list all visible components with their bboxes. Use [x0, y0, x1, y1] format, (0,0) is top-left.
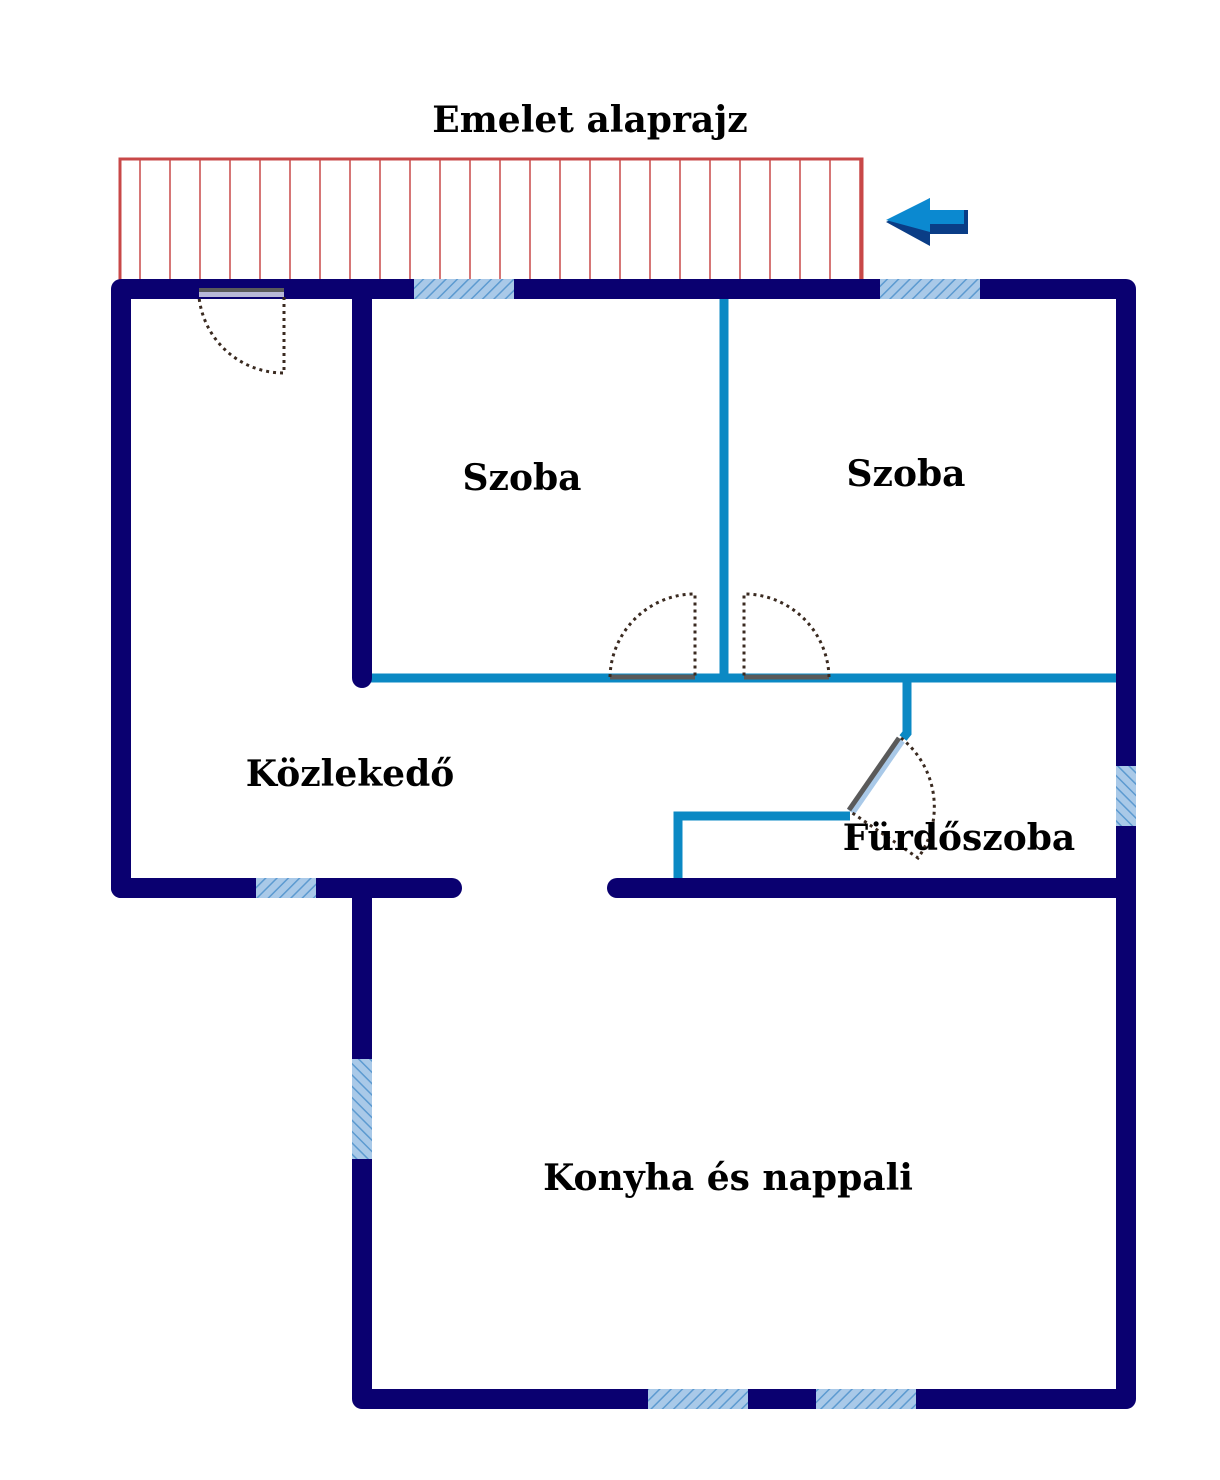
window-living-side [352, 1059, 372, 1159]
window-room-1 [414, 279, 514, 299]
room-labels: Szoba Szoba Közlekedő Fürdőszoba Konyha … [246, 453, 1076, 1199]
door-bathroom [846, 736, 936, 861]
door-room-2 [742, 592, 831, 680]
window-hall [256, 878, 316, 898]
window-living-bottom-1 [648, 1389, 748, 1409]
room-label-szoba-2: Szoba [847, 453, 966, 495]
door-entry [197, 288, 286, 375]
room-label-kozlekedo: Közlekedő [246, 753, 455, 795]
inner-walls [362, 289, 1125, 888]
balcony [118, 157, 864, 280]
wall-bathroom-left [673, 811, 850, 888]
plan-title: Emelet alaprajz [432, 99, 747, 141]
window-bathroom [1116, 766, 1136, 826]
door-room-1 [608, 592, 697, 680]
wall-perimeter [111, 279, 1136, 1409]
arrow-left-icon [886, 198, 968, 246]
room-label-konyha-nappali: Konyha és nappali [543, 1157, 913, 1199]
windows [256, 279, 1136, 1409]
window-room-2 [880, 279, 980, 299]
room-label-szoba-1: Szoba [463, 457, 582, 499]
doors [197, 288, 936, 861]
room-label-furdoszoba: Fürdőszoba [843, 817, 1075, 859]
wall-bathroom-stub [899, 678, 912, 741]
window-living-bottom-2 [816, 1389, 916, 1409]
